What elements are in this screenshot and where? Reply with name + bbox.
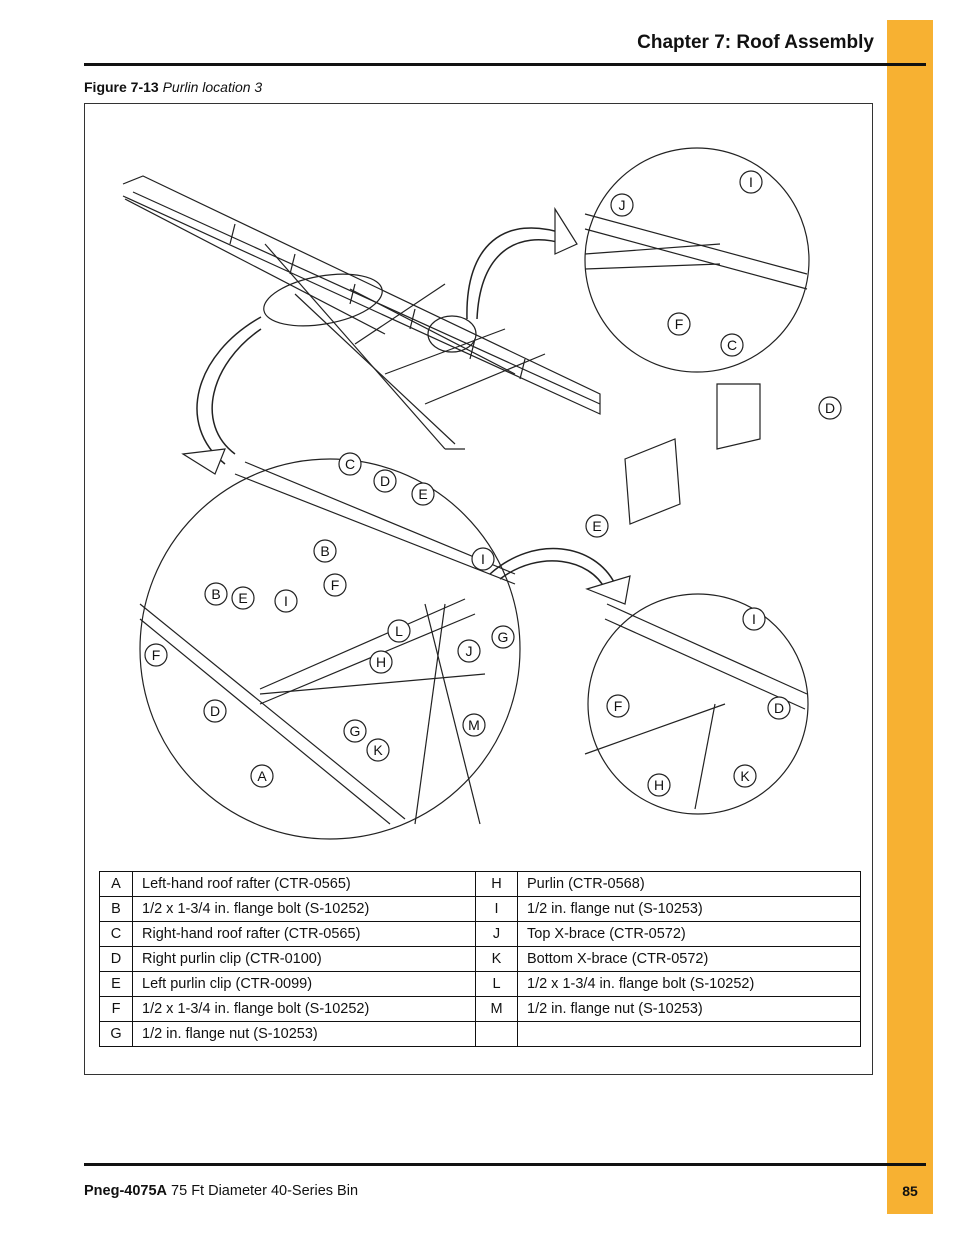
callout-main-13: J [466,643,473,659]
part-key: G [99,1021,133,1047]
callout-main-9: G [498,629,509,645]
footer-doc-id: Pneg-4075A [84,1183,168,1199]
part-key: D [99,946,133,972]
part-description: Right purlin clip (CTR-0100) [132,946,476,972]
part-key: F [99,996,133,1022]
callout-parts-1: E [592,518,601,534]
purlin-assembly-drawing: C D E B I F B E I G F L H J D M G K A I … [122,147,842,840]
callout-main-4: I [481,551,485,567]
callout-main-15: M [468,717,480,733]
callout-bottom-0: I [752,611,756,627]
callout-top-1: J [619,197,626,213]
detail-ellipse-right [427,315,477,353]
part-description: 1/2 x 1-3/4 in. flange bolt (S-10252) [517,971,861,997]
callout-main-14: D [210,703,220,719]
part-description [517,1021,861,1047]
bottom-detail-circle [587,593,809,815]
callout-main-7: E [238,590,247,606]
callout-main-0: C [345,456,355,472]
chapter-tab-bar [887,20,933,1214]
part-description: Top X-brace (CTR-0572) [517,921,861,947]
callout-main-10: F [152,647,161,663]
part-description: 1/2 in. flange nut (S-10253) [517,996,861,1022]
callout-top-0: I [749,174,753,190]
callout-parts-0: D [825,400,835,416]
callout-bottom-2: D [774,700,784,716]
part-description: Purlin (CTR-0568) [517,871,861,897]
part-key: C [99,921,133,947]
top-detail-circle [584,147,810,373]
callout-top-3: C [727,337,737,353]
callout-main-16: G [350,723,361,739]
figure-frame: C D E B I F B E I G F L H J D M G K A I … [84,103,873,1075]
header-rule [84,63,926,66]
part-description: Bottom X-brace (CTR-0572) [517,946,861,972]
callout-main-3: B [320,543,329,559]
part-key: M [475,996,518,1022]
main-detail-circle [139,458,521,840]
callout-main-11: L [395,623,403,639]
callout-main-17: K [373,742,383,758]
part-description: Left-hand roof rafter (CTR-0565) [132,871,476,897]
part-description: Left purlin clip (CTR-0099) [132,971,476,997]
callout-main-18: A [257,768,267,784]
part-key: K [475,946,518,972]
part-key: E [99,971,133,997]
footer-doc: Pneg-4075A 75 Ft Diameter 40-Series Bin [84,1183,358,1199]
callout-main-6: B [211,586,220,602]
part-key: A [99,871,133,897]
footer-rule [84,1163,926,1166]
chapter-title: Chapter 7: Roof Assembly [637,32,874,53]
callout-main-12: H [376,654,386,670]
purlin-clip-right [716,383,761,450]
part-key: B [99,896,133,922]
figure-title: Purlin location 3 [162,79,263,95]
footer-doc-title: 75 Ft Diameter 40-Series Bin [167,1183,359,1199]
part-description: Right-hand roof rafter (CTR-0565) [132,921,476,947]
callout-bottom-3: H [654,777,664,793]
part-key: I [475,896,518,922]
part-description: 1/2 x 1-3/4 in. flange bolt (S-10252) [132,896,476,922]
callout-bottom-4: K [740,768,750,784]
purlin-clip-left [624,438,681,525]
page-number: 85 [902,1183,918,1199]
figure-number: Figure 7-13 [84,79,159,95]
part-description: 1/2 in. flange nut (S-10253) [517,896,861,922]
callout-main-1: D [380,473,390,489]
part-key: L [475,971,518,997]
callout-top-2: F [675,316,684,332]
part-key: J [475,921,518,947]
callout-bottom-1: F [614,698,623,714]
part-key [475,1021,518,1047]
callout-main-2: E [418,486,427,502]
callout-main-8: I [284,593,288,609]
part-description: 1/2 in. flange nut (S-10253) [132,1021,476,1047]
detail-ellipse-left [263,273,383,327]
part-description: 1/2 x 1-3/4 in. flange bolt (S-10252) [132,996,476,1022]
callout-main-5: F [331,577,340,593]
part-key: H [475,871,518,897]
figure-caption: Figure 7-13 Purlin location 3 [84,79,262,95]
